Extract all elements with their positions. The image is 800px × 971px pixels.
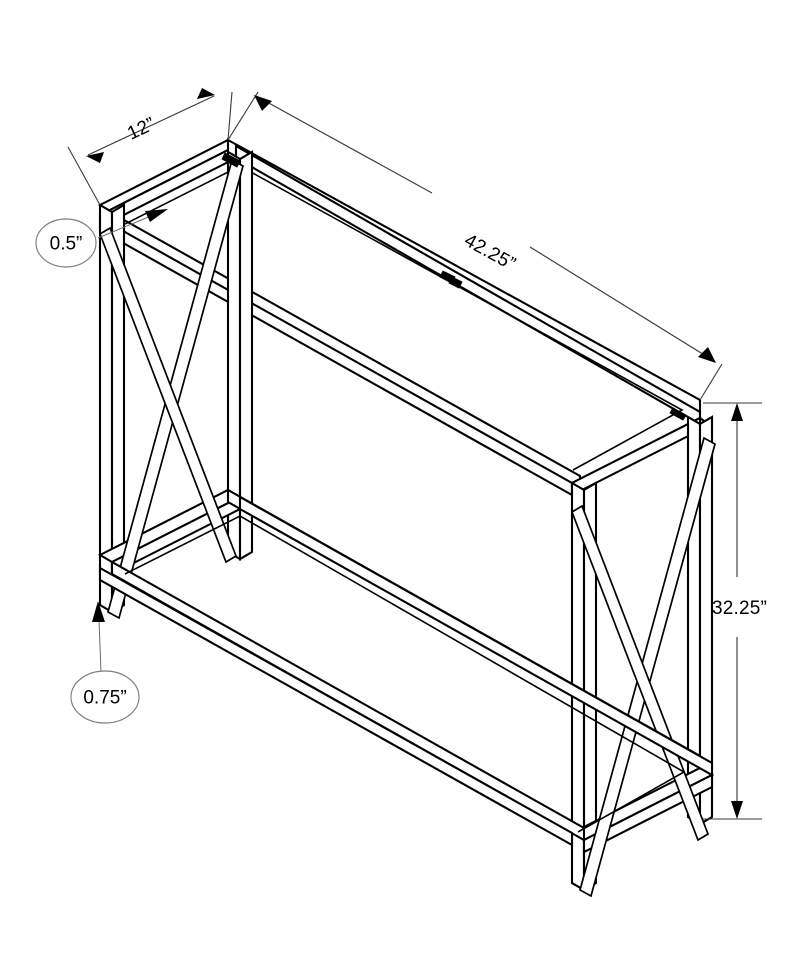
height-arrow-bottom <box>731 801 743 819</box>
tube-thickness-label: 0.5” <box>50 234 83 255</box>
height-dimension-group: 32.25” <box>703 402 767 820</box>
depth-dimension-label: 12” <box>124 114 158 145</box>
tube-thickness-callout-group: 0.5” <box>35 209 168 268</box>
right-corner-joint-bracket <box>669 407 687 421</box>
lower-shelf-frame <box>98 488 714 847</box>
top-frame-ring <box>98 138 710 497</box>
depth-arrow-left <box>86 152 104 163</box>
leg-thickness-arrow <box>92 601 105 622</box>
leg-thickness-callout-group: 0.75” <box>70 601 140 724</box>
rail-connector-bracket <box>439 270 463 289</box>
table-frame-geometry <box>97 138 716 898</box>
corner-joint-bracket <box>221 152 241 168</box>
height-arrow-top <box>731 403 743 421</box>
leg-thickness-label: 0.75” <box>83 688 126 709</box>
tube-thickness-arrow <box>145 209 168 222</box>
width-arrow-start <box>254 95 272 111</box>
tube-thickness-bubble <box>35 218 97 268</box>
left-side-panel <box>97 150 254 620</box>
width-dimension-group: 42.25” <box>227 91 723 401</box>
height-dimension-label: 32.25” <box>712 598 767 619</box>
width-dimension-label: 42.25” <box>461 230 519 275</box>
leg-thickness-bubble <box>70 670 140 724</box>
width-arrow-end <box>698 347 716 363</box>
depth-arrow-right <box>197 88 215 99</box>
